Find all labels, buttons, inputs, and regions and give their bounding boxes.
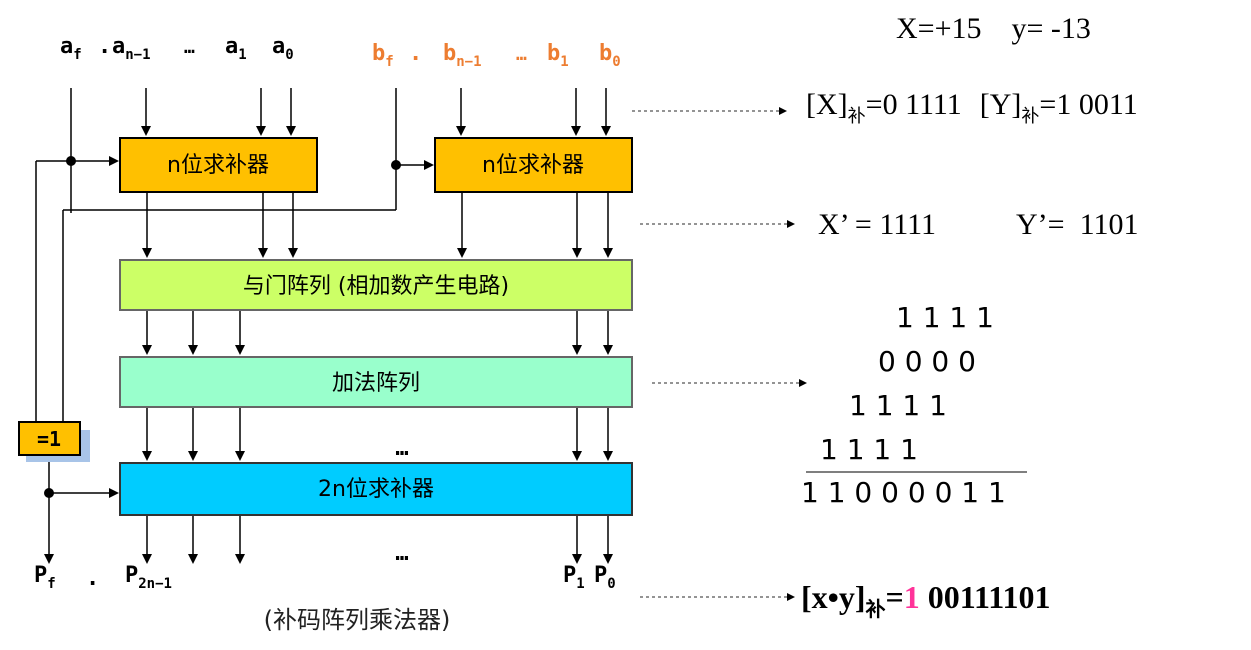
abs-value-y: Y’= 1101 [1016,208,1138,241]
wires [35,88,613,564]
svg-text:2n位求补器: 2n位求补器 [318,477,434,502]
svg-text:…: … [184,37,195,58]
svg-text:…: … [516,44,527,65]
svg-text:Pf: Pf [34,563,56,592]
svg-text:an−1: an−1 [112,34,151,63]
diagram-caption: (补码阵列乘法器) [264,606,451,634]
svg-text:.: . [98,34,111,59]
svg-text:bf: bf [372,41,394,70]
junction-dots [44,156,401,498]
adder-array-box: 加法阵列 [119,356,633,408]
svg-text:与门阵列 (相加数产生电路): 与门阵列 (相加数产生电路) [243,274,509,299]
svg-text:a1: a1 [225,34,247,63]
dashed-pointers [632,107,807,601]
svg-text:P2n−1: P2n−1 [125,563,172,592]
svg-text:a0: a0 [272,34,294,63]
complementer-2n-box: 2n位求补器 [119,462,633,516]
svg-text:P0: P0 [594,563,616,592]
xor-gate-box: =1 [18,421,90,462]
svg-text:加法阵列: 加法阵列 [332,371,420,396]
ellipsis-adder: … [395,436,408,461]
partial-products: 1 1 1 1 0 0 0 0 1 1 1 1 1 1 1 1 [820,301,994,466]
svg-text:n位求补器: n位求补器 [482,153,584,178]
svg-text:b1: b1 [547,41,569,70]
input-labels-b: bf . bn−1 … b1 b0 [372,41,621,70]
partial-sum: 1 1 0 0 0 0 1 1 [801,476,1006,509]
and-array-box: 与门阵列 (相加数产生电路) [119,259,633,311]
complement-values: [X]补=0 1111[Y]补=1 0011 [806,88,1138,126]
output-labels: Pf . P2n−1 P1 P0 [34,563,616,592]
partial-product-row: 1 1 1 1 [820,433,918,466]
partial-product-row: 1 1 1 1 [849,389,947,422]
input-labels-a: af . an−1 … a1 a0 [60,34,294,63]
svg-text:b0: b0 [599,41,621,70]
complementer-b-box: n位求补器 [434,137,633,193]
ellipsis-output: … [395,541,408,566]
abs-value-x: X’ = 1111 [818,208,936,241]
svg-text:.: . [409,41,422,66]
svg-text:=1: =1 [37,427,61,451]
partial-product-row: 1 1 1 1 [896,301,994,334]
svg-text:.: . [86,566,99,591]
svg-text:n位求补器: n位求补器 [167,153,269,178]
product-result: [x•y]补=1 00111101 [801,579,1050,621]
example-values: X=+15 y= -13 [896,12,1091,45]
svg-text:bn−1: bn−1 [443,41,482,70]
svg-text:af: af [60,34,82,63]
svg-text:P1: P1 [563,563,585,592]
complementer-a-box: n位求补器 [119,137,318,193]
partial-product-row: 0 0 0 0 [878,345,976,378]
